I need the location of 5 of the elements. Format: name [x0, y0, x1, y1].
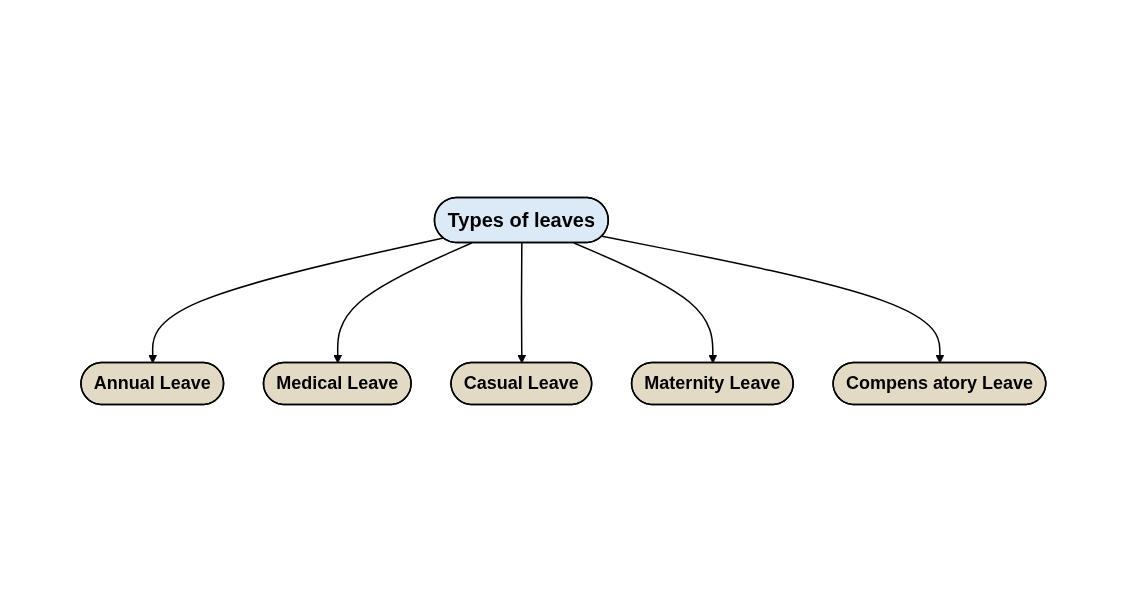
arrow: [333, 241, 473, 363]
arrow: [517, 241, 527, 363]
arrow: [601, 235, 945, 363]
arrow: [573, 241, 718, 363]
arrow: [148, 236, 445, 363]
